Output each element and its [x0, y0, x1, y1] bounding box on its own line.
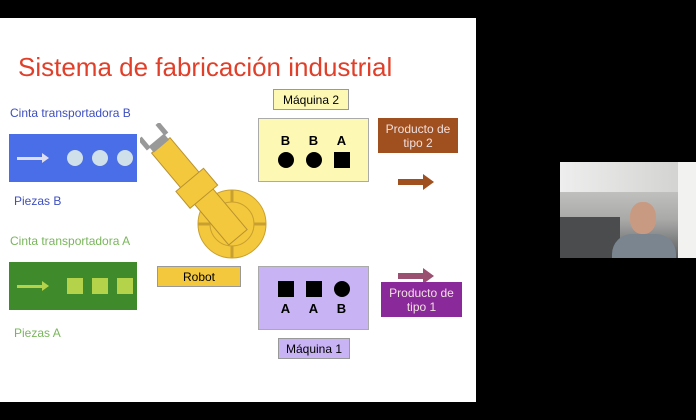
- piece-b: [117, 150, 133, 166]
- piece-a: [67, 278, 83, 294]
- piece-a: [277, 280, 294, 297]
- conveyor-belt-b: [9, 134, 137, 182]
- arrow-right-icon: [17, 152, 49, 163]
- piece-a: [92, 278, 108, 294]
- robot-arm-icon: [140, 123, 267, 259]
- belt-b-label: Cinta transportadora B: [10, 106, 131, 120]
- slide-title: Sistema de fabricación industrial: [18, 52, 393, 82]
- belt-a-label: Cinta transportadora A: [10, 234, 131, 248]
- piece-b: [333, 280, 350, 297]
- pieces-a-label: Piezas A: [14, 326, 61, 340]
- machine-1-label: Máquina 1: [278, 338, 350, 359]
- arrow-right-icon: [398, 268, 434, 284]
- machine-2-label: Máquina 2: [273, 89, 349, 110]
- participant-body: [612, 234, 676, 258]
- arrow-right-icon: [398, 174, 434, 190]
- pieces-b-label: Piezas B: [14, 194, 62, 208]
- piece-a: [333, 151, 350, 168]
- webcam-video: [560, 162, 696, 258]
- participant-face: [630, 202, 656, 234]
- presentation-slide: Sistema de fabricación industrial Cinta …: [0, 18, 476, 402]
- piece-a: [117, 278, 133, 294]
- piece-a: [305, 280, 322, 297]
- piece-b: [67, 150, 83, 166]
- piece-b: [92, 150, 108, 166]
- piece-b: [305, 151, 322, 168]
- arrow-right-icon: [17, 280, 49, 291]
- robot-label: Robot: [157, 266, 241, 287]
- piece-b: [277, 151, 294, 168]
- conveyor-belt-a: [9, 262, 137, 310]
